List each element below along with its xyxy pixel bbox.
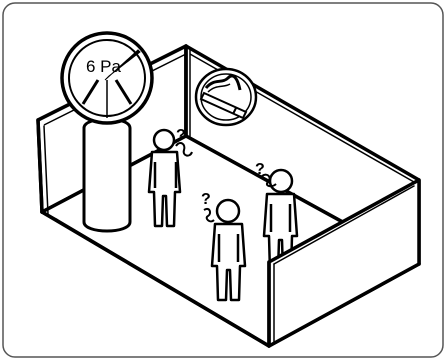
person-middle bbox=[210, 198, 247, 302]
room-floor-edge bbox=[54, 218, 271, 348]
pressure-gauge-icon: 6 Pa bbox=[60, 31, 154, 125]
gauge-reading: 6 Pa bbox=[86, 57, 122, 76]
question-mark: ? bbox=[176, 127, 186, 144]
smoking-sign-icon bbox=[194, 67, 258, 127]
smoke-swirl bbox=[261, 173, 277, 188]
smoke-swirl bbox=[203, 207, 215, 223]
question-mark: ? bbox=[201, 191, 211, 208]
person-smoker bbox=[147, 128, 182, 228]
question-mark: ? bbox=[255, 161, 265, 178]
smoke-swirl bbox=[175, 142, 193, 157]
room-front-wall bbox=[267, 178, 421, 348]
room-left-front-edge bbox=[36, 118, 58, 222]
gas-cylinder bbox=[82, 112, 132, 233]
